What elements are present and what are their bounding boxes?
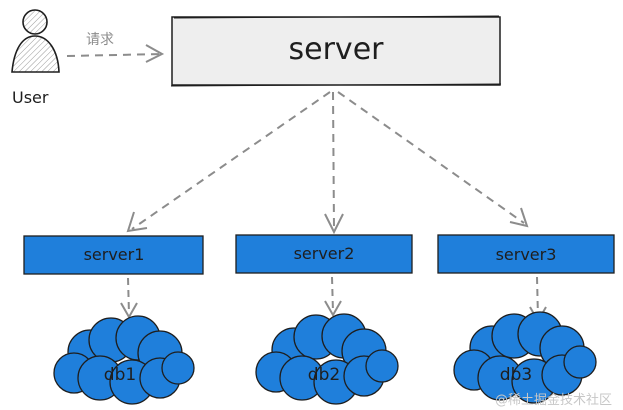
main-server-label: server	[289, 32, 385, 67]
arrow-to-server3	[337, 91, 525, 224]
arrow-to-server2	[332, 91, 335, 230]
request-label: 请求	[86, 32, 114, 48]
watermark: @稀土掘金技术社区	[495, 392, 612, 408]
user-icon	[11, 9, 60, 73]
arrow-to-db3	[536, 276, 539, 319]
sub-server-3	[437, 234, 615, 274]
arrow-to-server1	[131, 91, 331, 230]
request-arrow	[66, 44, 165, 63]
sub-server-3-label: server3	[496, 245, 557, 264]
db2-label: db2	[308, 365, 340, 385]
arrow-to-db1	[127, 277, 130, 315]
main-server	[170, 15, 502, 87]
db3-label: db3	[500, 365, 532, 385]
cloud-icon	[255, 313, 399, 405]
user-label: User	[12, 88, 49, 107]
sub-server-2	[235, 234, 413, 274]
arrow-to-db2	[331, 276, 334, 313]
sub-server-2-label: server2	[294, 244, 355, 263]
sub-server-1	[23, 235, 204, 275]
sub-server-1-label: server1	[84, 245, 145, 264]
db1-label: db1	[104, 365, 136, 385]
cloud-icon	[453, 311, 597, 404]
cloud-icon	[53, 315, 195, 405]
